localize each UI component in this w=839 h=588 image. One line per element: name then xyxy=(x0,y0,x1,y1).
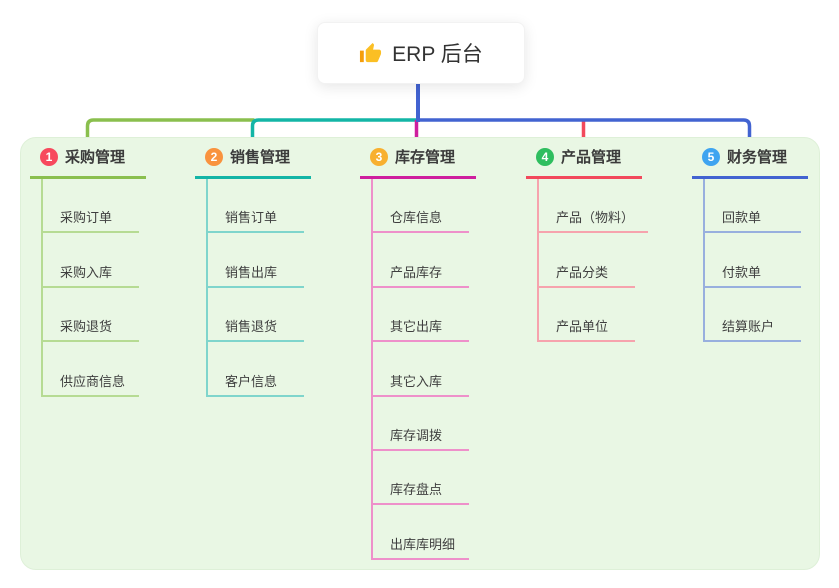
child-node[interactable]: 结算账户 xyxy=(705,288,801,343)
child-node[interactable]: 仓库信息 xyxy=(373,179,469,234)
child-node[interactable]: 出库库明细 xyxy=(373,505,470,560)
child-node[interactable]: 库存调拨 xyxy=(373,397,469,451)
branch-children: 仓库信息产品库存其它出库其它入库库存调拨库存盘点出库库明细 xyxy=(371,179,476,560)
branch-label: 销售管理 xyxy=(230,149,291,166)
child-node[interactable]: 销售出库 xyxy=(208,233,304,288)
branch-label: 库存管理 xyxy=(395,149,456,166)
child-node[interactable]: 库存盘点 xyxy=(373,451,469,506)
branch-children: 产品（物料）产品分类产品单位 xyxy=(537,179,649,343)
child-node[interactable]: 供应商信息 xyxy=(43,342,140,397)
branch-header[interactable]: 1 采购管理 xyxy=(30,146,146,179)
branch-children: 销售订单销售出库销售退货客户信息 xyxy=(206,179,311,397)
child-node[interactable]: 采购退货 xyxy=(43,288,139,343)
branches-panel xyxy=(20,137,820,570)
child-node[interactable]: 回款单 xyxy=(705,179,801,234)
child-node[interactable]: 产品分类 xyxy=(539,233,635,288)
branch-label: 财务管理 xyxy=(727,149,788,166)
child-node[interactable]: 采购入库 xyxy=(43,233,139,288)
root-node[interactable]: ERP 后台 xyxy=(317,22,525,84)
branch-label: 采购管理 xyxy=(65,149,126,166)
child-node[interactable]: 客户信息 xyxy=(208,342,304,397)
branch-number-badge: 3 xyxy=(370,147,388,166)
branch-column: 5 财务管理 回款单付款单结算账户 xyxy=(692,146,808,343)
branch-header[interactable]: 2 销售管理 xyxy=(195,146,311,179)
child-node[interactable]: 产品（物料） xyxy=(539,179,649,234)
child-node[interactable]: 其它入库 xyxy=(373,342,469,397)
child-node[interactable]: 产品单位 xyxy=(539,288,635,343)
child-node[interactable]: 产品库存 xyxy=(373,233,469,288)
branch-children: 采购订单采购入库采购退货供应商信息 xyxy=(41,179,146,397)
branch-header[interactable]: 5 财务管理 xyxy=(692,146,808,179)
child-node[interactable]: 采购订单 xyxy=(43,179,139,234)
branch-number-badge: 5 xyxy=(702,147,720,166)
branch-label: 产品管理 xyxy=(561,149,622,166)
branch-number-badge: 2 xyxy=(205,147,223,166)
root-node-label: ERP 后台 xyxy=(392,43,483,66)
child-node[interactable]: 付款单 xyxy=(705,233,801,288)
branch-column: 1 采购管理 采购订单采购入库采购退货供应商信息 xyxy=(30,146,146,397)
branch-column: 3 库存管理 仓库信息产品库存其它出库其它入库库存调拨库存盘点出库库明细 xyxy=(360,146,476,560)
branch-number-badge: 4 xyxy=(536,147,554,166)
branch-header[interactable]: 3 库存管理 xyxy=(360,146,476,179)
thumbs-up-icon xyxy=(360,42,382,62)
branch-column: 2 销售管理 销售订单销售出库销售退货客户信息 xyxy=(195,146,311,397)
branch-header[interactable]: 4 产品管理 xyxy=(526,146,642,179)
branch-children: 回款单付款单结算账户 xyxy=(703,179,808,343)
branch-column: 4 产品管理 产品（物料）产品分类产品单位 xyxy=(526,146,649,343)
branch-number-badge: 1 xyxy=(40,147,58,166)
child-node[interactable]: 销售退货 xyxy=(208,288,304,343)
child-node[interactable]: 销售订单 xyxy=(208,179,304,234)
child-node[interactable]: 其它出库 xyxy=(373,288,469,343)
